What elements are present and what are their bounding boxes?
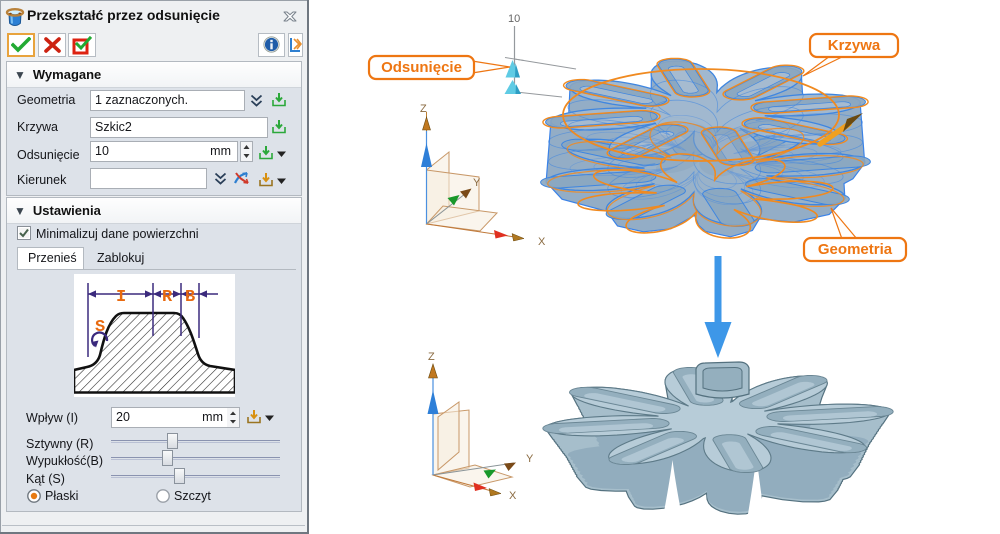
- svg-text:R: R: [162, 288, 173, 307]
- svg-text:Z: Z: [428, 351, 435, 363]
- svg-text:X: X: [538, 236, 546, 248]
- svg-text:Geometria: Geometria: [818, 241, 893, 258]
- svg-text:Krzywa: Krzywa: [828, 37, 881, 54]
- svg-text:10: 10: [508, 13, 520, 25]
- svg-text:Z: Z: [420, 103, 427, 115]
- svg-text:X: X: [509, 490, 517, 502]
- svg-text:Odsunięcie: Odsunięcie: [381, 59, 462, 76]
- svg-text:I: I: [116, 288, 126, 307]
- svg-text:Y: Y: [526, 453, 534, 465]
- svg-text:Y: Y: [473, 177, 481, 189]
- svg-text:S: S: [95, 318, 105, 337]
- svg-text:B: B: [185, 288, 195, 307]
